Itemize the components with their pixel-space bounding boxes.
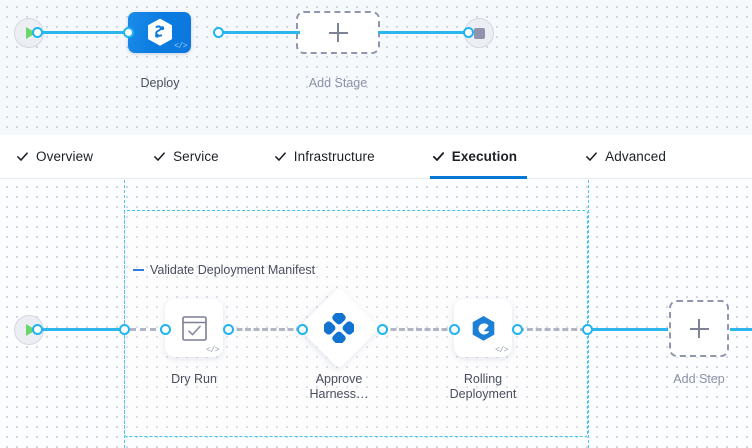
stage-deploy-in-port[interactable]	[123, 27, 134, 38]
check-icon	[154, 152, 165, 161]
step-label-dry-run: Dry Run	[171, 372, 217, 386]
step-node-rolling-deployment[interactable]: </>	[454, 299, 512, 357]
step-dry-run-in-port[interactable]	[160, 324, 171, 335]
tab-service-label: Service	[173, 149, 219, 164]
stage-code-badge[interactable]: </>	[174, 42, 187, 51]
exec-link-rolling-groupend	[518, 328, 586, 331]
stage-link-addstage-end	[378, 31, 468, 34]
approval-clover-icon	[324, 313, 354, 343]
check-icon	[274, 152, 286, 161]
add-step-label: Add Step	[673, 372, 725, 386]
tab-service[interactable]: Service	[153, 135, 219, 179]
tab-execution-label: Execution	[451, 149, 518, 164]
tab-overview[interactable]: Overview	[16, 135, 93, 179]
group-exit-port[interactable]	[582, 324, 593, 335]
step-code-badge-rolling[interactable]: </>	[495, 346, 508, 355]
step-dry-run-out-port[interactable]	[223, 324, 234, 335]
pipeline-end-port[interactable]	[463, 27, 474, 38]
step-node-dry-run[interactable]: </>	[165, 299, 223, 357]
group-edge-guide-left	[124, 180, 125, 448]
step-approve-in-port[interactable]	[297, 324, 308, 335]
tab-infrastructure[interactable]: Infrastructure	[274, 135, 375, 179]
plus-icon	[689, 319, 709, 338]
pipeline-start-port[interactable]	[32, 27, 43, 38]
check-icon	[17, 152, 28, 161]
harness-hexagon-icon	[147, 18, 172, 46]
group-edge-guide-right	[588, 180, 589, 448]
stage-config-tabs[interactable]: Overview Service Infrastructure Executio…	[0, 135, 752, 179]
check-icon	[586, 152, 598, 161]
stage-link-start-deploy	[36, 31, 128, 34]
plus-icon	[328, 23, 348, 42]
step-group-header[interactable]: Validate Deployment Manifest	[133, 263, 315, 277]
step-group-title: Validate Deployment Manifest	[150, 263, 316, 277]
exec-link-dryrun-approve	[228, 328, 302, 331]
add-step-button[interactable]	[669, 300, 729, 357]
exec-link-approve-rolling	[382, 328, 456, 331]
tab-infrastructure-label: Infrastructure	[293, 149, 375, 164]
exec-link-addstep-next	[730, 328, 752, 331]
checklist-icon	[181, 315, 207, 341]
step-label-rolling-deployment: Rolling Deployment	[449, 372, 517, 401]
tab-advanced-label: Advanced	[605, 149, 666, 164]
exec-link-groupend-addstep	[586, 328, 668, 331]
check-icon	[432, 152, 444, 161]
stop-icon	[473, 27, 485, 39]
stage-node-deploy[interactable]: </>	[128, 12, 191, 53]
rolling-deployment-icon	[472, 315, 494, 341]
exec-link-group-dryrun	[130, 328, 166, 331]
step-rolling-in-port[interactable]	[449, 324, 460, 335]
step-label-approve-harness: Approve Harness…	[309, 372, 369, 401]
tab-execution[interactable]: Execution	[429, 135, 528, 179]
execution-start-port[interactable]	[32, 324, 43, 335]
group-entry-port[interactable]	[119, 324, 130, 335]
stage-deploy-out-port[interactable]	[213, 27, 224, 38]
tab-advanced[interactable]: Advanced	[585, 135, 666, 179]
add-stage-button[interactable]	[296, 11, 380, 54]
step-rolling-out-port[interactable]	[512, 324, 523, 335]
stage-label-deploy: Deploy	[140, 76, 180, 90]
exec-link-start-group	[36, 328, 126, 331]
step-approve-out-port[interactable]	[377, 324, 388, 335]
approval-icon-wrap	[310, 299, 368, 357]
execution-graph-canvas[interactable]: Validate Deployment Manifest </> Dry Run	[0, 180, 752, 448]
add-stage-label: Add Stage	[308, 76, 368, 90]
play-icon	[25, 324, 36, 336]
stage-link-deploy-addstage	[218, 31, 300, 34]
minus-icon[interactable]	[133, 269, 144, 271]
step-code-badge-dry-run[interactable]: </>	[206, 346, 219, 355]
tab-overview-label: Overview	[36, 149, 94, 164]
play-icon	[25, 27, 36, 39]
stage-graph-canvas[interactable]: </> Deploy Add Stage	[0, 0, 752, 135]
